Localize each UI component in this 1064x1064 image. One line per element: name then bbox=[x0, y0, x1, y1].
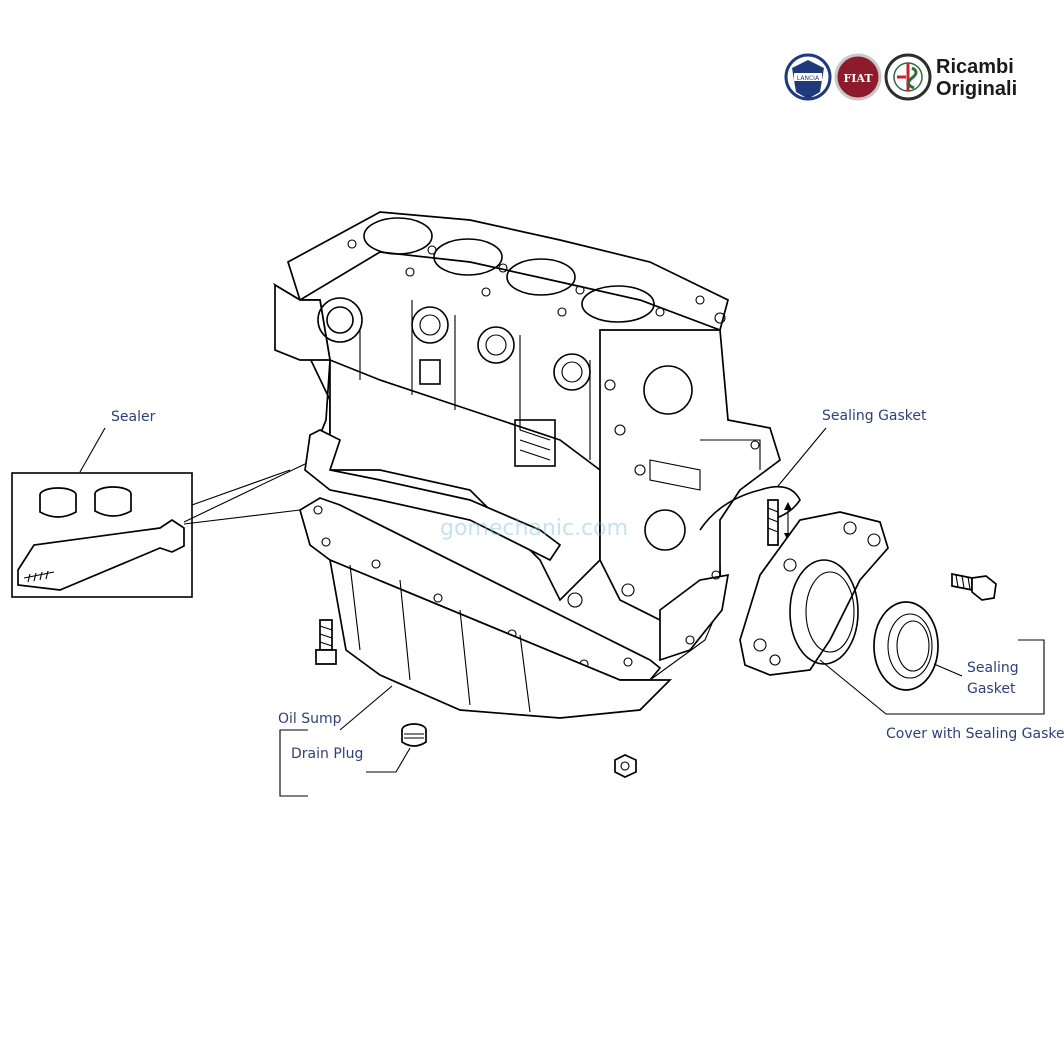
brand-line-1: Ricambi bbox=[936, 56, 1014, 78]
sealer-inset bbox=[11, 463, 306, 598]
seal-ring bbox=[873, 601, 939, 691]
rear-cover bbox=[739, 511, 889, 676]
label-sealing-gasket-right-line1: Sealing bbox=[967, 660, 1019, 676]
fiat-logo: FIAT bbox=[834, 53, 882, 101]
svg-text:LANCIA: LANCIA bbox=[797, 75, 820, 82]
label-sealing-gasket-top: Sealing Gasket bbox=[822, 408, 927, 424]
label-oil-sump: Oil Sump bbox=[278, 711, 342, 727]
brand-logos: LANCIA FIAT Ricambi Originali bbox=[784, 53, 1017, 101]
brand-line-2: Originali bbox=[936, 78, 1017, 100]
engine-block bbox=[273, 211, 781, 621]
label-drain-plug: Drain Plug bbox=[291, 746, 363, 762]
label-sealer: Sealer bbox=[111, 409, 156, 425]
flange-bolt bbox=[951, 572, 997, 601]
drain-plug bbox=[401, 723, 427, 747]
svg-text:FIAT: FIAT bbox=[843, 72, 873, 85]
lancia-logo: LANCIA bbox=[784, 53, 832, 101]
label-cover-with-sealing-gasket: Cover with Sealing Gasket bbox=[886, 726, 1064, 742]
hex-nut bbox=[614, 754, 637, 778]
dowel-pin bbox=[767, 499, 792, 546]
oil-sump bbox=[299, 497, 730, 719]
watermark: gomechanic.com bbox=[440, 516, 628, 541]
alfa-romeo-logo bbox=[884, 53, 932, 101]
callouts: Sealer Sealing Gasket Sealing Gasket Cov… bbox=[79, 408, 1064, 797]
label-sealing-gasket-right-line2: Gasket bbox=[967, 681, 1016, 697]
